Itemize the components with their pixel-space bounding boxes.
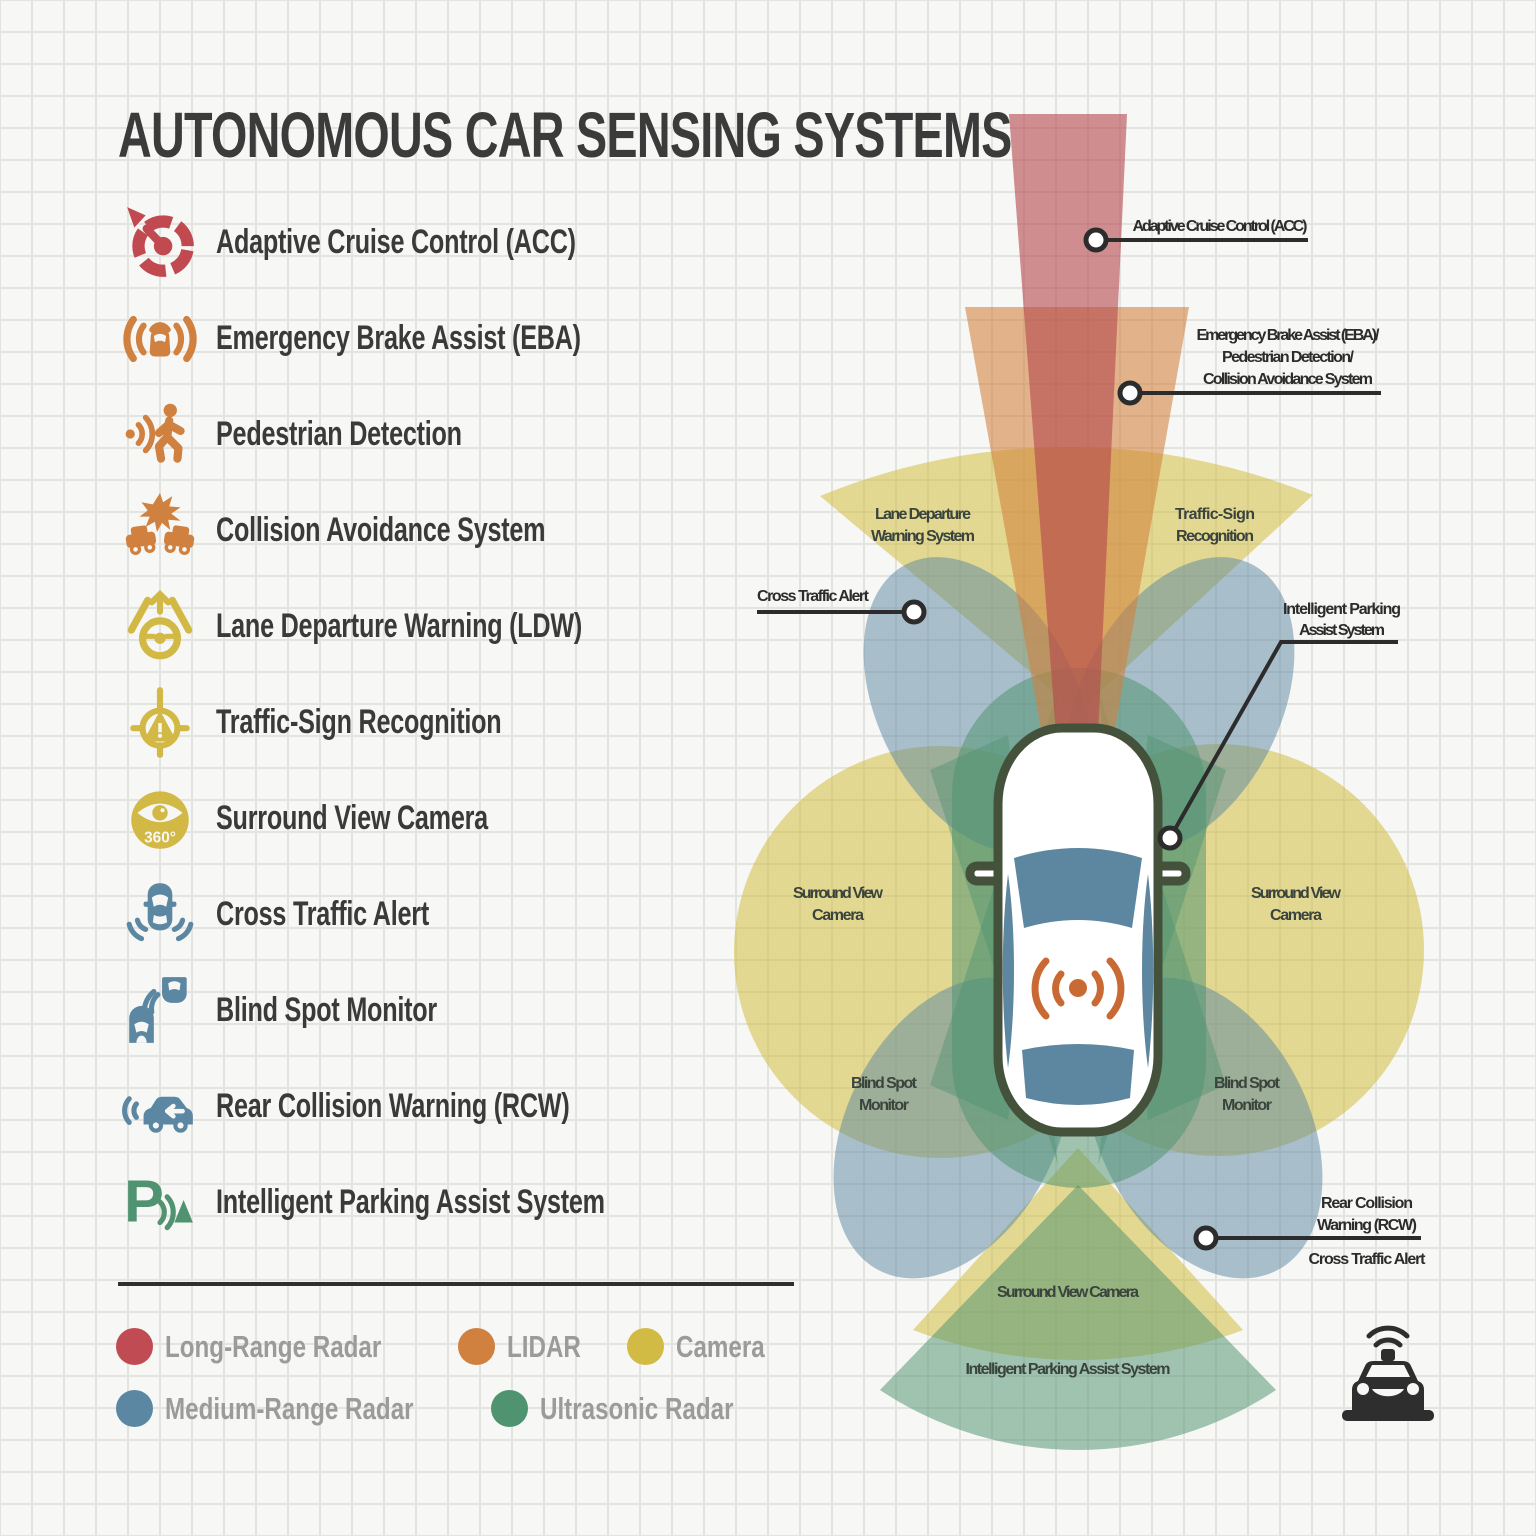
feature-row-collision: Collision Avoidance System <box>118 482 718 578</box>
speedometer-icon <box>118 203 202 281</box>
feature-row-rcw: Rear Collision Warning (RCW) <box>118 1058 718 1154</box>
svg-text:360°: 360° <box>144 830 176 847</box>
feature-row-ldw: Lane Departure Warning (LDW) <box>118 578 718 674</box>
ipas-rear-zone-label: Intelligent Parking Assist System <box>966 1361 1171 1378</box>
medium-range-radar-dot <box>116 1390 153 1427</box>
legend-lidar: LIDAR <box>458 1328 602 1365</box>
cta-front-callout-label: Cross Traffic Alert <box>757 588 870 605</box>
feature-label: Surround View Camera <box>216 798 488 837</box>
cross-traffic-icon <box>118 875 202 953</box>
legend-label: Long-Range Radar <box>165 1328 382 1364</box>
ego-car <box>965 723 1191 1137</box>
bsm-left-zone-label-2: Monitor <box>859 1097 909 1114</box>
svc-right-zone-label-2: Camera <box>1270 907 1322 924</box>
legend-label: Ultrasonic Radar <box>540 1390 734 1426</box>
bsm-right-zone-label-1: Blind Spot <box>1214 1075 1281 1092</box>
long-range-radar-dot <box>116 1328 153 1365</box>
rcw-callout-label-1: Rear Collision <box>1321 1195 1413 1212</box>
bsm-right-zone-label-2: Monitor <box>1222 1097 1272 1114</box>
cta-rear-callout-label: Cross Traffic Alert <box>1309 1251 1427 1268</box>
bsm-left-zone-label-1: Blind Spot <box>851 1075 918 1092</box>
camera-360-icon: 360° <box>118 779 202 857</box>
right-side-glass <box>1142 874 1154 1068</box>
camera-dot <box>627 1328 664 1365</box>
legend-label: Medium-Range Radar <box>165 1390 414 1426</box>
feature-row-acc: Adaptive Cruise Control (ACC) <box>118 194 718 290</box>
left-side-glass <box>1002 874 1014 1068</box>
steering-wheel-icon <box>118 587 202 665</box>
lidar-dot <box>458 1328 495 1365</box>
long-range-radar-beam <box>1009 114 1127 735</box>
eba-callout-label-3: Collision Avoidance System <box>1203 371 1373 388</box>
feature-label: Pedestrian Detection <box>216 414 462 453</box>
ldw-zone-label-1: Lane Departure <box>875 506 971 523</box>
ipas-callout-line <box>1168 640 1398 839</box>
feature-list: Adaptive Cruise Control (ACC) Emergency … <box>118 194 718 1250</box>
legend-camera: Camera <box>627 1328 790 1365</box>
rcw-callout-label-2: Warning (RCW) <box>1317 1217 1417 1234</box>
legend-ultrasonic-radar: Ultrasonic Radar <box>491 1390 788 1427</box>
feature-row-ipas: P Intelligent Parking Assist System <box>118 1154 718 1250</box>
rear-window <box>1022 1044 1134 1105</box>
svc-left-zone-label-1: Surround View <box>793 885 884 902</box>
car-body <box>993 723 1163 1137</box>
feature-label: Adaptive Cruise Control (ACC) <box>216 222 576 261</box>
svc-rear-zone-label: Surround View Camera <box>997 1284 1139 1301</box>
feature-row-pedestrian: Pedestrian Detection <box>118 386 718 482</box>
collision-icon <box>118 491 202 569</box>
legend-medium-range-radar: Medium-Range Radar <box>116 1390 484 1427</box>
ultrasonic-rear-fan <box>880 1185 1276 1450</box>
callout-lines <box>757 238 1421 1240</box>
pedestrian-icon <box>118 395 202 473</box>
connected-car-icon <box>1342 1325 1434 1421</box>
svc-left-zone-label-2: Camera <box>812 907 864 924</box>
feature-label: Lane Departure Warning (LDW) <box>216 606 583 645</box>
feature-label: Collision Avoidance System <box>216 510 546 549</box>
sign-target-icon <box>118 683 202 761</box>
feature-row-eba: Emergency Brake Assist (EBA) <box>118 290 718 386</box>
tsr-zone-label-1: Traffic-Sign <box>1175 506 1255 523</box>
blind-spot-icon <box>118 971 202 1049</box>
feature-row-bsm: Blind Spot Monitor <box>118 962 718 1058</box>
svc-right-zone-label-1: Surround View <box>1251 885 1342 902</box>
feature-label: Intelligent Parking Assist System <box>216 1182 605 1221</box>
tsr-zone-label-2: Recognition <box>1176 528 1254 545</box>
parking-assist-icon: P <box>118 1163 202 1241</box>
legend-label: LIDAR <box>507 1328 581 1364</box>
feature-label: Emergency Brake Assist (EBA) <box>216 318 581 357</box>
page-title: AUTONOMOUS CAR SENSING SYSTEMS <box>118 99 1012 171</box>
feature-label: Blind Spot Monitor <box>216 990 438 1029</box>
eba-callout-label-2: Pedestrian Detection/ <box>1222 349 1355 366</box>
legend-divider <box>118 1282 794 1286</box>
windshield <box>1014 848 1142 928</box>
car-signal-icon <box>1031 957 1125 1020</box>
legend-label: Camera <box>676 1328 765 1364</box>
svg-text:P: P <box>124 1168 164 1235</box>
legend-long-range-radar: Long-Range Radar <box>116 1328 442 1365</box>
ultrasonic-radar-dot <box>491 1390 528 1427</box>
feature-row-tsr: Traffic-Sign Recognition <box>118 674 718 770</box>
ldw-zone-label-2: Warning System <box>871 528 975 545</box>
feature-label: Cross Traffic Alert <box>216 894 429 933</box>
emergency-brake-icon <box>118 299 202 377</box>
eba-callout-label-1: Emergency Brake Assist (EBA)/ <box>1197 327 1381 344</box>
callout-dots <box>901 227 1219 1251</box>
acc-callout-label: Adaptive Cruise Control (ACC) <box>1133 218 1308 235</box>
car-glass <box>1002 848 1154 1105</box>
feature-label: Traffic-Sign Recognition <box>216 702 502 741</box>
ipas-callout-label-1: Intelligent Parking <box>1283 601 1401 618</box>
feature-label: Rear Collision Warning (RCW) <box>216 1086 570 1125</box>
rear-collision-icon <box>118 1067 202 1145</box>
feature-row-svc: 360° Surround View Camera <box>118 770 718 866</box>
feature-row-cta: Cross Traffic Alert <box>118 866 718 962</box>
ipas-callout-label-2: Assist System <box>1299 622 1385 639</box>
